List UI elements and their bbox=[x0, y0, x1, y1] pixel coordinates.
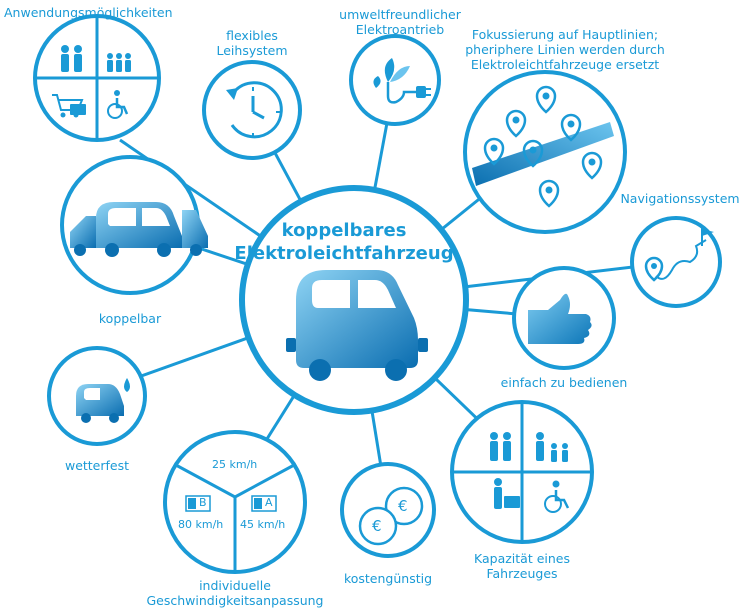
label-anwendung: Anwendungsmöglichkeiten bbox=[4, 5, 173, 20]
coins-icon bbox=[358, 486, 424, 546]
label-koppelbar: koppelbar bbox=[98, 311, 162, 326]
sign-b-letter: B bbox=[199, 496, 207, 509]
people-icon bbox=[61, 45, 131, 72]
sign-b-icon bbox=[185, 495, 211, 512]
label-line: Fokussierung auf Hauptlinien; bbox=[471, 27, 659, 42]
sign-a-icon bbox=[251, 495, 277, 512]
thumbs-up-icon bbox=[528, 293, 592, 344]
label-wetterfest: wetterfest bbox=[64, 458, 130, 473]
suitcase-icon bbox=[504, 496, 520, 508]
label-line: umweltfreundlicher bbox=[339, 7, 461, 22]
navigation-circle bbox=[630, 216, 722, 308]
map-pin-icon bbox=[581, 151, 603, 180]
label-elektro: umweltfreundlicher Elektroantrieb bbox=[335, 7, 465, 37]
center-title: koppelbares Elektroleichtfahrzeug bbox=[214, 219, 474, 265]
raindrop-icon bbox=[124, 378, 130, 392]
center-car-icon bbox=[286, 270, 428, 381]
people-icon bbox=[490, 432, 568, 509]
route-icon bbox=[644, 228, 714, 282]
label-leihsystem: flexibles Leihsystem bbox=[206, 28, 298, 58]
label-line: flexibles bbox=[226, 28, 278, 43]
label-fokus: Fokussierung auf Hauptlinien; pheriphere… bbox=[460, 27, 670, 72]
label-line: Elektroantrieb bbox=[355, 22, 445, 37]
label-line: pheriphere Linien werden durch bbox=[465, 42, 665, 57]
label-line: Geschwindigkeitsanpassung bbox=[146, 593, 324, 608]
fork-road-icon bbox=[173, 462, 297, 570]
coin-symbol: € bbox=[372, 517, 382, 535]
sign-a-letter: A bbox=[265, 496, 273, 509]
map-pin-icons bbox=[483, 85, 603, 208]
wheelchair-icon bbox=[544, 480, 570, 513]
label-line: Kapazität eines bbox=[474, 551, 570, 566]
label-line: Fahrzeuges bbox=[486, 566, 558, 581]
label-line: Leihsystem bbox=[216, 43, 288, 58]
car-rain-icon bbox=[76, 378, 130, 423]
map-pin-icon bbox=[560, 113, 582, 142]
map-pin-icon bbox=[483, 137, 505, 166]
speed-left: 80 km/h bbox=[178, 518, 224, 531]
label-navigation: Navigationssystem bbox=[620, 191, 740, 206]
leaf-plug-icon bbox=[373, 58, 431, 104]
map-pin-icon bbox=[535, 85, 557, 114]
speed-right: 45 km/h bbox=[240, 518, 286, 531]
label-kosten: kostengünstig bbox=[343, 571, 433, 586]
map-pin-icon bbox=[505, 109, 527, 138]
label-geschw: individuelle Geschwindigkeitsanpassung bbox=[140, 578, 330, 608]
main-line-band bbox=[472, 122, 614, 186]
label-line: individuelle bbox=[199, 578, 271, 593]
clock-icon bbox=[226, 81, 283, 139]
coupled-cars-icon bbox=[70, 202, 208, 257]
wheelchair-icon bbox=[107, 90, 129, 119]
center-title-line: koppelbares bbox=[281, 220, 407, 241]
coin-symbol: € bbox=[398, 497, 408, 515]
suitcase-icon bbox=[70, 104, 86, 115]
label-bedienen: einfach zu bedienen bbox=[500, 375, 628, 390]
label-line: Elektroleichtfahrzeuge ersetzt bbox=[470, 57, 660, 72]
speed-top: 25 km/h bbox=[212, 458, 258, 471]
map-pin-icon bbox=[522, 139, 544, 168]
center-title-line: Elektroleichtfahrzeug bbox=[234, 243, 454, 264]
label-kapazitaet: Kapazität eines Fahrzeuges bbox=[466, 551, 578, 581]
map-pin-icon bbox=[538, 179, 560, 208]
